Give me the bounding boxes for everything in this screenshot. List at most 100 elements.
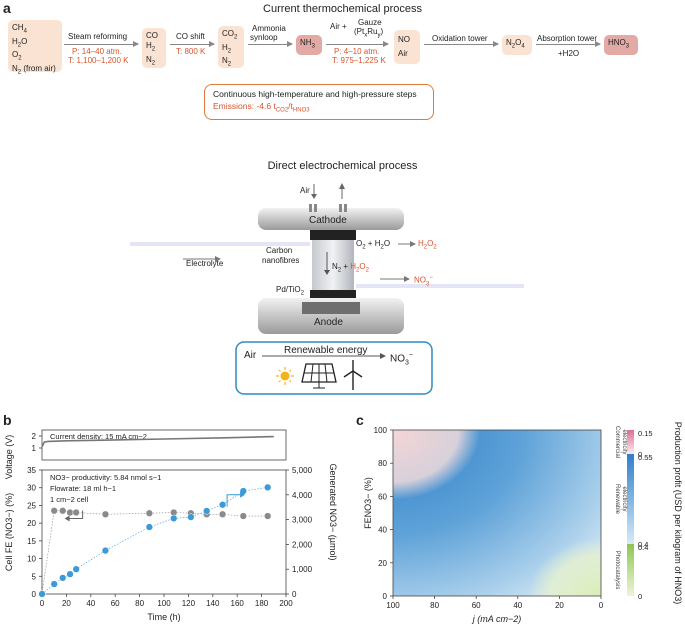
cathode-inlet-tube: [309, 204, 312, 212]
colorbar-tick-label: 0.15: [638, 429, 653, 438]
y2-tick-label: 0: [292, 590, 297, 599]
colorbar-segment: [627, 544, 634, 596]
ammonia-arrow: [248, 41, 293, 47]
x-tick-label: 120: [182, 599, 196, 608]
data-point: [66, 570, 74, 578]
feed-ch4: CH4: [12, 23, 27, 35]
y-tick-label: 5: [32, 572, 37, 581]
feed-h2o: H2O: [12, 36, 28, 49]
coshift-label: CO shift: [176, 32, 205, 41]
electrolyte-out-stream: [356, 284, 524, 288]
no3-out-label: NO3−: [414, 275, 433, 288]
fe-axis-indicator-head: [64, 515, 70, 522]
data-point: [264, 512, 272, 520]
x-tick-label: 20: [62, 599, 71, 608]
y-tick-label: 25: [27, 501, 36, 510]
ammonia-label-1: Ammonia: [252, 24, 286, 33]
data-point: [101, 546, 110, 555]
air-in-label: Air: [300, 186, 310, 195]
x-axis-label: j (mA cm−2): [472, 614, 521, 624]
feed-o2: O2: [12, 50, 22, 62]
steam-label: Steam reforming: [68, 32, 128, 41]
voltage-series-line: [41, 435, 274, 448]
heatmap-area: [393, 430, 601, 596]
colorbar-segment-label: Renewable: [614, 484, 620, 515]
data-point: [59, 507, 67, 515]
y2-tick-label: 5,000: [292, 466, 313, 475]
fe-ylabel: Cell FE (NO3−) (%): [4, 493, 14, 571]
voltage-ytick-label: 2: [32, 432, 37, 441]
coshift-arrow: [170, 41, 215, 47]
data-point: [145, 523, 154, 531]
current-density-annotation: Current density: 15 mA cm−2: [50, 432, 147, 441]
gauze-label-1: Air +: [330, 22, 347, 31]
carbon-layer: [310, 230, 356, 240]
pd-tio2-layer: [310, 290, 356, 298]
renew-label: Renewable energy: [284, 345, 368, 356]
oxidation-label: Oxidation tower: [432, 34, 488, 43]
sun-icon: [276, 367, 294, 385]
y-tick-label: 60: [378, 492, 387, 501]
y-tick-label: 35: [27, 466, 36, 475]
colorbar-tick-label: 0.4: [638, 540, 648, 549]
n2o4-box: N2O4: [502, 35, 532, 55]
absorption-label-2: +H2O: [558, 49, 580, 58]
electro-title: Direct electrochemical process: [267, 160, 418, 172]
y2-tick-label: 1,000: [292, 565, 313, 574]
emissions-box: Continuous high-temperature and high-pre…: [204, 84, 434, 120]
data-point: [59, 574, 67, 582]
cathode-plate: [258, 208, 404, 230]
data-point: [50, 507, 58, 515]
renew-air-label: Air: [244, 350, 257, 361]
no3-axis-indicator-head: [240, 491, 246, 498]
gauze-cond-t: T: 975–1,225 K: [332, 56, 386, 65]
series-line: [41, 510, 268, 595]
x-tick-label: 0: [599, 601, 604, 610]
y-tick-label: 15: [27, 537, 36, 546]
y-tick-label: 40: [378, 526, 387, 535]
data-point: [50, 580, 58, 588]
absorption-label-1: Absorption tower: [537, 34, 598, 43]
n2-h2o2-label: N2 + H2O2: [332, 262, 369, 274]
thermo-title: Current thermochemical process: [263, 3, 422, 15]
steam-cond-t: T: 1,100–1,200 K: [68, 56, 129, 65]
x-tick-label: 180: [255, 599, 269, 608]
data-point: [72, 565, 80, 573]
data-point: [264, 483, 272, 492]
emission-line1: Continuous high-temperature and high-pre…: [213, 89, 417, 99]
anode-plate: [258, 298, 404, 334]
colorbar-segment-label: Photocatalysis: [614, 551, 620, 590]
colorbar-label: Production profit (USD per kilogram of H…: [673, 422, 683, 605]
gauze-label-2: Gauze: [358, 18, 382, 27]
gauze-cond-p: P: 4–10 atm.: [334, 47, 380, 56]
x-tick-label: 60: [472, 601, 481, 610]
colorbar-segment-label: Commercial: [614, 426, 620, 458]
pdtio2-label: Pd/TiO2: [276, 285, 304, 297]
cathode-outlet-tube: [339, 204, 342, 212]
x-tick-label: 40: [86, 599, 95, 608]
data-point: [170, 514, 178, 523]
y2-tick-label: 3,000: [292, 516, 313, 525]
data-point: [66, 508, 74, 517]
cathode-label: Cathode: [309, 215, 347, 226]
fe-annotation: NO3− productivity: 5.84 nmol s−1: [50, 473, 161, 482]
feed-n2: N2 (from air): [12, 63, 56, 76]
colorbar-tick-label: 0.4: [638, 543, 648, 552]
x-tick-label: 40: [513, 601, 522, 610]
data-point: [203, 507, 211, 515]
no3-y2label: Generated NO3− (µmol): [328, 464, 338, 561]
data-point: [145, 509, 154, 517]
coshift-cond: T: 800 K: [176, 47, 206, 56]
voltage-ylabel: Voltage (V): [4, 435, 14, 480]
x-tick-label: 100: [386, 601, 400, 610]
heatmap-frame: [392, 429, 602, 597]
data-point: [218, 510, 227, 518]
ammonia-label-2: synloop: [250, 33, 278, 42]
y-tick-label: 0: [32, 590, 37, 599]
data-point: [101, 510, 110, 518]
gauze-label-3: (PtxRuy): [354, 27, 384, 39]
data-point: [239, 512, 247, 520]
